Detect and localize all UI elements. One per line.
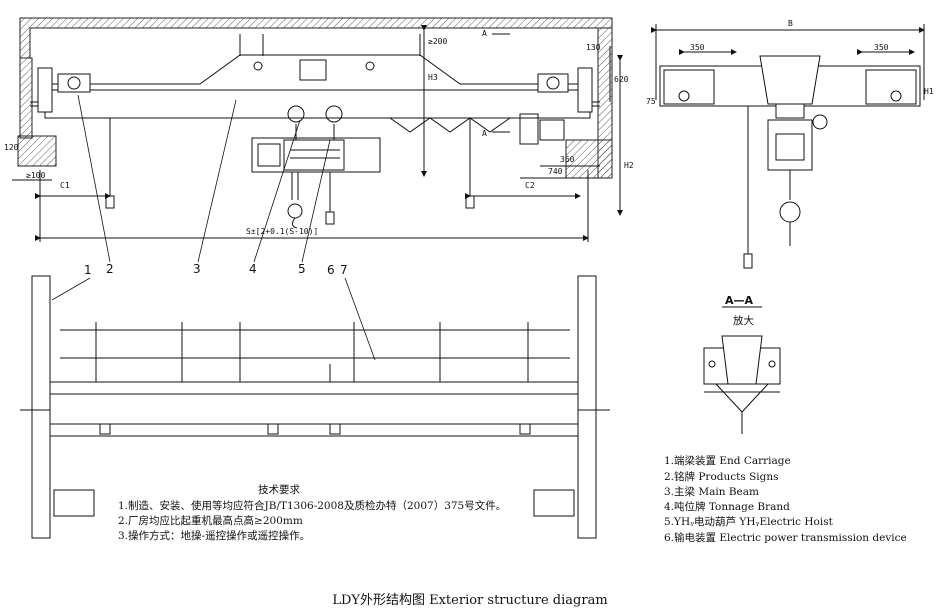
callout-7: 7 — [340, 263, 348, 277]
section-mark-a-bottom: A — [482, 129, 487, 138]
plan-motor-left — [53, 489, 95, 517]
end-carriage-right — [577, 275, 597, 539]
left-corbel — [17, 135, 57, 167]
component-legend: 1.端梁装置 End Carriage 2.铭牌 Products Signs … — [664, 454, 907, 544]
building-roof — [19, 17, 613, 59]
section-title: A—A — [725, 294, 754, 307]
dim-c2: C2 — [525, 181, 535, 190]
callout-1: 1 — [84, 263, 92, 277]
left-wall — [19, 57, 33, 139]
dim-120: 120 — [4, 143, 19, 152]
notes-line-1: 1.制造、安装、使用等均应符合JB/T1306-2008及质检办特（2007）3… — [118, 499, 506, 512]
dim-span: S±[2+0.1(S-10)] — [246, 227, 318, 236]
dim-620: 620 — [614, 75, 629, 84]
callout-6: 6 — [327, 263, 335, 277]
main-beam-plan — [49, 381, 579, 437]
callout-3: 3 — [193, 262, 201, 276]
notes-line-3: 3.操作方式：地操-遥控操作或遥控操作。 — [118, 529, 310, 542]
dim-200: ≥200 — [428, 37, 447, 46]
main-girder — [44, 54, 591, 119]
dim-360: 360 — [560, 155, 575, 164]
technical-notes: 技术要求 1.制造、安装、使用等均应符合JB/T1306-2008及质检办特（2… — [118, 483, 506, 542]
notes-title: 技术要求 — [258, 483, 300, 496]
plan-view — [20, 275, 610, 539]
right-travel-motor — [537, 73, 569, 93]
legend-item-3: 3.主梁 Main Beam — [664, 485, 759, 498]
plan-motor-right — [533, 489, 575, 517]
dim-h2: H2 — [624, 161, 634, 170]
left-travel-motor — [57, 73, 91, 93]
callout-leaders — [51, 94, 376, 361]
legend-item-5: 5.YHᵧ电动葫芦 YHᵧElectric Hoist — [664, 515, 834, 528]
diagram-caption: LDY外形结构图 Exterior structure diagram — [332, 593, 607, 608]
legend-item-6: 6.输电装置 Electric power transmission devic… — [664, 531, 907, 544]
dim-100: ≥100 — [26, 171, 45, 180]
legend-item-1: 1.端梁装置 End Carriage — [664, 454, 791, 467]
section-aa-detail — [703, 335, 781, 434]
dim-130: 130 — [586, 43, 601, 52]
dim-c1: C1 — [60, 181, 70, 190]
notes-line-2: 2.厂房均应比起重机最高点高≥200mm — [118, 514, 303, 527]
legend-item-4: 4.吨位牌 Tonnage Brand — [664, 500, 790, 513]
dim-740: 740 — [548, 167, 563, 176]
dim-75: 75 — [646, 97, 656, 106]
electric-hoist-front — [251, 105, 381, 229]
callout-2: 2 — [106, 262, 114, 276]
products-sign-plate — [299, 59, 327, 81]
dim-350-left: 350 — [690, 43, 705, 52]
section-mark-a-top: A — [482, 29, 487, 38]
section-subtitle: 放大 — [733, 314, 754, 327]
dim-b: B — [788, 19, 793, 28]
callout-5: 5 — [298, 262, 306, 276]
right-corbel — [565, 139, 613, 179]
end-carriage-left — [31, 275, 51, 539]
front-elevation — [12, 17, 623, 242]
dim-h3: H3 — [428, 73, 438, 82]
side-elevation — [651, 24, 925, 269]
legend-item-2: 2.铭牌 Products Signs — [664, 470, 779, 483]
dim-350-right: 350 — [874, 43, 889, 52]
callout-4: 4 — [249, 262, 257, 276]
dim-h1: H1 — [924, 87, 934, 96]
